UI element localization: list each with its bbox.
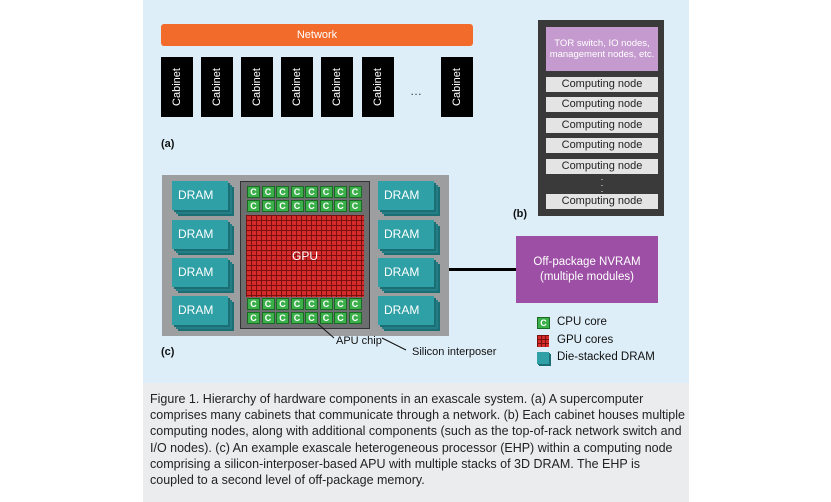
- cpu-core: C: [261, 199, 275, 212]
- cpu-core: C: [319, 199, 333, 212]
- apu-chip-label: APU chip: [336, 335, 382, 347]
- network-bar: Network: [161, 24, 473, 46]
- cpu-core: C: [247, 298, 260, 310]
- cpu-core: C: [290, 298, 304, 310]
- legend-dram-label: Die-stacked DRAM: [557, 351, 655, 363]
- cabinet: Cabinet: [441, 57, 473, 117]
- tor-switch-block: TOR switch, IO nodes, management nodes, …: [546, 27, 658, 71]
- computing-node: Computing node: [546, 97, 658, 112]
- dram-stack: DRAM: [172, 296, 228, 325]
- cpu-core: C: [334, 311, 347, 324]
- cpu-core: C: [305, 298, 318, 310]
- legend-cpu-label: CPU core: [557, 316, 607, 328]
- cpu-core: C: [305, 186, 318, 198]
- cpu-core: C: [247, 199, 260, 212]
- dram-stack: DRAM: [378, 181, 434, 210]
- dram-stack: DRAM: [378, 296, 434, 325]
- cabinet-label: Cabinet: [211, 68, 223, 106]
- cabinet-label: Cabinet: [331, 68, 343, 106]
- cpu-core: C: [348, 298, 362, 310]
- cabinet: Cabinet: [321, 57, 353, 117]
- cabinet-ellipsis: …: [410, 84, 422, 98]
- cpu-core: C: [261, 298, 275, 310]
- computing-node: Computing node: [546, 138, 658, 153]
- panel-c-label: (c): [161, 346, 175, 358]
- cabinet-label: Cabinet: [291, 68, 303, 106]
- cpu-core: C: [247, 311, 260, 324]
- legend-gpu-label: GPU cores: [557, 334, 614, 346]
- panel-a-label: (a): [161, 138, 175, 150]
- cpu-core: C: [276, 298, 289, 310]
- cpu-core: C: [334, 199, 347, 212]
- cabinet: Cabinet: [161, 57, 193, 117]
- nvram-subtitle: (multiple modules): [540, 270, 634, 283]
- computing-node: Computing node: [546, 118, 658, 133]
- dram-stack: DRAM: [378, 220, 434, 249]
- caption-box: [143, 383, 689, 502]
- cpu-core: C: [319, 311, 333, 324]
- cpu-core: C: [290, 199, 304, 212]
- legend-dram-swatch: [537, 352, 549, 364]
- cpu-core: C: [261, 186, 275, 198]
- cabinet-label: Cabinet: [372, 68, 384, 106]
- cpu-core: C: [276, 199, 289, 212]
- cpu-core: C: [319, 298, 333, 310]
- cpu-core: C: [305, 311, 318, 324]
- cabinet: Cabinet: [281, 57, 313, 117]
- dram-stack: DRAM: [172, 258, 228, 287]
- panel-b-label: (b): [513, 208, 528, 220]
- dram-stack: DRAM: [172, 181, 228, 210]
- computing-node: Computing node: [546, 194, 658, 209]
- cabinet-label: Cabinet: [451, 68, 463, 106]
- silicon-interposer-label: Silicon interposer: [412, 346, 497, 358]
- legend-cpu-swatch: C: [537, 317, 550, 329]
- legend-gpu-swatch: [537, 335, 549, 347]
- cabinet: Cabinet: [201, 57, 233, 117]
- cpu-core: C: [348, 311, 362, 324]
- cpu-core: C: [334, 298, 347, 310]
- computing-node: Computing node: [546, 77, 658, 92]
- gpu-block: GPU: [246, 215, 364, 297]
- cabinet-label: Cabinet: [251, 68, 263, 106]
- cpu-core: C: [276, 186, 289, 198]
- nvram-title: Off-package NVRAM: [533, 255, 641, 268]
- callout-lines: [317, 323, 407, 351]
- cpu-core: C: [290, 186, 304, 198]
- dram-stack: DRAM: [378, 258, 434, 287]
- computing-node: Computing node: [546, 159, 658, 174]
- off-package-nvram: Off-package NVRAM (multiple modules): [516, 236, 658, 303]
- cabinet: Cabinet: [362, 57, 394, 117]
- cpu-core: C: [348, 186, 362, 198]
- tor-switch-label: TOR switch, IO nodes, management nodes, …: [549, 37, 655, 61]
- nvram-link: [449, 268, 516, 271]
- cpu-core: C: [247, 186, 260, 198]
- cpu-core: C: [261, 311, 275, 324]
- cpu-core: C: [305, 199, 318, 212]
- figure-caption: Figure 1. Hierarchy of hardware componen…: [150, 392, 685, 488]
- cpu-core: C: [348, 199, 362, 212]
- node-ellipsis: ···: [600, 174, 604, 196]
- cpu-core: C: [319, 186, 333, 198]
- dram-stack: DRAM: [172, 220, 228, 249]
- cpu-core: C: [290, 311, 304, 324]
- cabinet: Cabinet: [241, 57, 273, 117]
- cpu-core: C: [276, 311, 289, 324]
- cabinet-label: Cabinet: [171, 68, 183, 106]
- cpu-core: C: [334, 186, 347, 198]
